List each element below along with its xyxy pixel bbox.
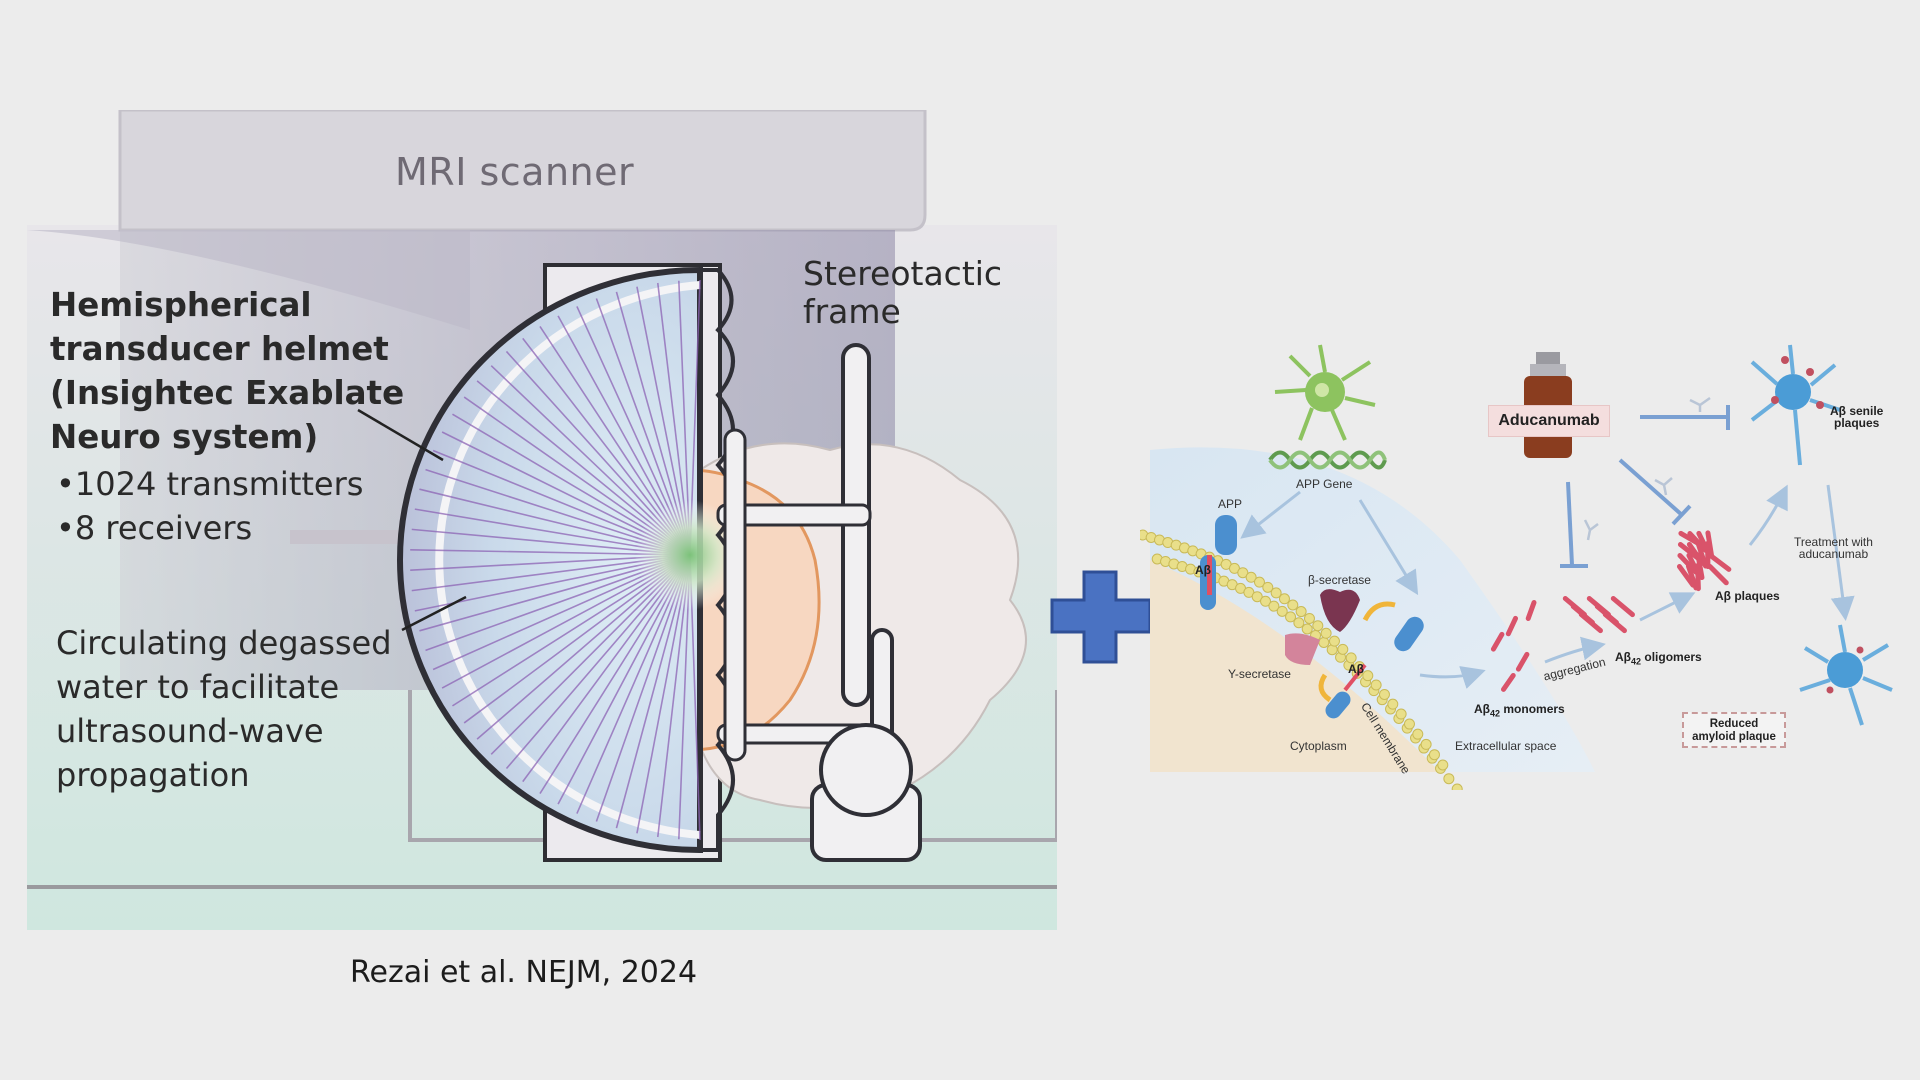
membrane-bead xyxy=(1370,679,1382,691)
abeta-peptide xyxy=(1505,615,1519,637)
abeta42-oligomers-label: Aβ42 oligomers xyxy=(1615,650,1702,667)
membrane-bead xyxy=(1301,623,1313,635)
membrane-bead xyxy=(1443,773,1455,785)
aducanumab-label: Aducanumab xyxy=(1488,405,1610,437)
membrane-bead xyxy=(1378,688,1390,700)
membrane-bead xyxy=(1395,708,1407,720)
degassed-water-label: Circulating degassed water to facilitate… xyxy=(56,624,392,794)
membrane-bead xyxy=(1328,635,1340,647)
microglia-cell xyxy=(1274,344,1376,441)
abeta-cleavage-label: Aβ xyxy=(1348,662,1364,676)
transmitters-spec: 1024 transmitters xyxy=(56,462,364,506)
abeta-peptide xyxy=(1515,651,1530,672)
neuron-reduced-plaques xyxy=(1799,624,1893,726)
membrane-bead xyxy=(1362,670,1374,682)
membrane-bead xyxy=(1278,593,1290,605)
membrane-bead xyxy=(1312,620,1324,632)
treatment-label: Treatment with aducanumab xyxy=(1794,535,1873,561)
membrane-bead xyxy=(1403,718,1415,730)
beta-secretase-label: β-secretase xyxy=(1308,573,1371,587)
membrane-bead xyxy=(1420,738,1432,750)
membrane-bead xyxy=(1303,612,1315,624)
membrane-bead xyxy=(1293,617,1305,629)
helmet-specs-list: 1024 transmitters 8 receivers xyxy=(56,462,364,550)
membrane-bead xyxy=(1270,587,1282,599)
abeta-peptide xyxy=(1525,600,1537,622)
abeta-peptide xyxy=(1707,553,1732,572)
membrane-bead xyxy=(1237,567,1249,579)
citation-text: Rezai et al. NEJM, 2024 xyxy=(350,955,698,990)
cell-membrane xyxy=(1140,529,1463,790)
abeta-peptide xyxy=(1500,672,1516,692)
mri-scanner-label: MRI scanner xyxy=(395,150,635,194)
membrane-bead xyxy=(1437,759,1449,771)
app-label: APP xyxy=(1218,497,1243,511)
membrane-bead xyxy=(1268,600,1280,612)
membrane-bead xyxy=(1387,698,1399,710)
senile-plaques-label: Aβ senile plaques xyxy=(1830,404,1884,430)
cytoplasm-label: Cytoplasm xyxy=(1290,739,1347,753)
membrane-bead xyxy=(1295,606,1307,618)
gamma-secretase-label: Y-secretase xyxy=(1228,667,1291,681)
abeta-peptide xyxy=(1610,596,1635,618)
abeta-peptide xyxy=(1602,612,1627,634)
membrane-bead xyxy=(1345,652,1357,664)
membrane-bead xyxy=(1318,636,1330,648)
membrane-bead xyxy=(1262,581,1274,593)
stereotactic-frame-label: Stereotactic frame xyxy=(803,254,1003,331)
abeta-peptide xyxy=(1707,564,1729,586)
membrane-bead xyxy=(1320,627,1332,639)
abeta-peptide xyxy=(1490,631,1505,652)
app-protein xyxy=(1215,515,1237,555)
helmet-title-line: Neuro system) xyxy=(50,418,319,456)
abeta-label: Aβ xyxy=(1195,563,1211,577)
abeta-peptide xyxy=(1676,563,1696,588)
abeta-peptide xyxy=(1695,541,1709,569)
neuron-senile-plaques xyxy=(1750,344,1841,466)
membrane-bead xyxy=(1285,611,1297,623)
abeta-peptide xyxy=(1695,563,1701,592)
helmet-title: Hemispherical transducer helmet (Insight… xyxy=(50,283,404,459)
abeta-peptide xyxy=(1578,612,1603,634)
helmet-title-line: transducer helmet xyxy=(50,330,389,368)
membrane-bead xyxy=(1253,576,1265,588)
abeta-peptide xyxy=(1705,541,1711,570)
membrane-bead xyxy=(1287,599,1299,611)
helmet-title-line: (Insightec Exablate xyxy=(50,374,405,412)
focused-ultrasound-illustration xyxy=(27,110,1057,930)
abeta-plaques-label: Aβ plaques xyxy=(1715,589,1780,603)
membrane-bead xyxy=(1245,571,1257,583)
abeta-peptide xyxy=(1685,563,1699,591)
membrane-bead xyxy=(1428,749,1440,761)
helmet-title-line: Hemispherical xyxy=(50,286,312,324)
membrane-bead xyxy=(1337,643,1349,655)
membrane-bead xyxy=(1260,595,1272,607)
membrane-bead xyxy=(1451,783,1463,790)
reduced-amyloid-plaque-box: Reduced amyloid plaque xyxy=(1682,712,1786,748)
abeta42-monomers-label: Aβ42 monomers xyxy=(1474,702,1565,719)
plus-icon xyxy=(1050,570,1152,664)
membrane-bead xyxy=(1412,728,1424,740)
membrane-bead xyxy=(1251,591,1263,603)
abeta-monomers xyxy=(1490,600,1537,692)
amyloid-pathway-diagram xyxy=(1140,344,1893,790)
extracellular-space-label: Extracellular space xyxy=(1455,739,1557,753)
abeta-plaques xyxy=(1676,530,1732,592)
membrane-bead xyxy=(1276,605,1288,617)
receivers-spec: 8 receivers xyxy=(56,506,363,550)
app-gene-label: APP Gene xyxy=(1296,477,1353,491)
abeta-oligomers xyxy=(1562,596,1635,634)
